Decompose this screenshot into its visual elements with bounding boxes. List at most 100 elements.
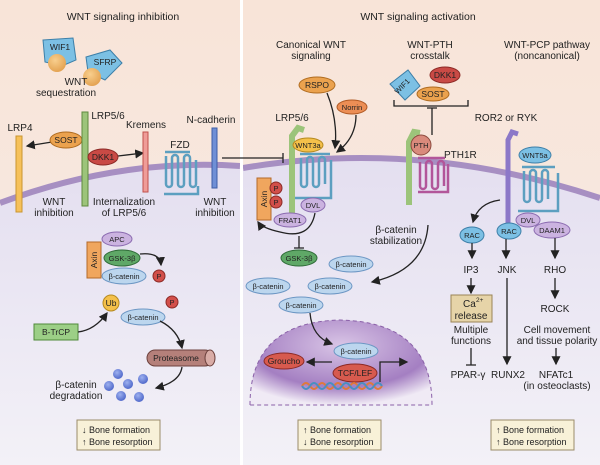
dvl-protein: DVL <box>300 197 326 213</box>
sost-protein: SOST <box>416 86 450 102</box>
beta-catenin-protein: β-catenin <box>245 277 291 295</box>
svg-text:WNT3a: WNT3a <box>295 141 321 150</box>
ror2-ryk-label: ROR2 or RYK <box>475 113 538 124</box>
fzd-receptor <box>295 152 333 200</box>
osteoclasts-label: (in osteoclasts) <box>523 381 590 392</box>
up-arrow-icon: ↑ <box>303 425 308 435</box>
sequestration-label: sequestration <box>36 88 96 99</box>
cell-movement-label: and tissue polarity <box>517 336 598 347</box>
svg-text:DAAM1: DAAM1 <box>539 226 565 235</box>
rac-protein: RAC <box>459 226 485 244</box>
svg-text:DKK1: DKK1 <box>434 70 456 80</box>
kremens-receptor <box>142 131 149 193</box>
down-arrow-icon: ↓ <box>303 437 308 447</box>
svg-text:Groucho: Groucho <box>268 356 301 366</box>
lrp56-label: LRP5/6 <box>91 111 125 122</box>
lrp4-receptor <box>15 135 23 213</box>
wnt-inhibition-label: inhibition <box>34 208 73 219</box>
svg-text:DVL: DVL <box>521 216 536 225</box>
right-panel-title: WNT signaling activation <box>360 11 476 23</box>
ror2-ryk-receptor <box>505 128 519 225</box>
pth1r-receptor <box>418 156 450 194</box>
groucho-protein: Groucho <box>263 352 305 370</box>
panel-divider <box>240 0 243 465</box>
wnt3a-protein: WNT3a <box>292 137 324 153</box>
svg-text:RAC: RAC <box>501 227 517 236</box>
sost-protein: SOST <box>49 131 83 149</box>
svg-text:2+: 2+ <box>476 297 484 304</box>
canonical-title: Canonical WNT <box>276 40 346 51</box>
svg-text:Ub: Ub <box>106 298 117 308</box>
svg-text:release: release <box>455 311 488 322</box>
phosphate: P <box>152 269 166 283</box>
rspo-protein: RSPO <box>298 76 336 94</box>
cell-movement-label: Cell movement <box>524 325 591 336</box>
pth-protein: PTH <box>410 134 432 156</box>
svg-text:P: P <box>273 184 278 193</box>
proteasome: Proteasome <box>146 349 216 367</box>
up-arrow-icon: ↑ <box>496 437 501 447</box>
ncadherin-receptor <box>211 127 218 189</box>
beta-catenin-protein: β-catenin <box>328 255 374 273</box>
degradation-label: degradation <box>50 391 103 402</box>
calcium-release-box: Ca 2+ release <box>450 294 493 323</box>
wnt-inhibition-label: WNT <box>43 197 66 208</box>
ubiquitin: Ub <box>102 294 120 312</box>
svg-text:Ca: Ca <box>463 299 476 310</box>
svg-text:SOST: SOST <box>421 89 444 99</box>
gsk-inhibition-line <box>294 236 304 249</box>
svg-text:APC: APC <box>109 235 125 244</box>
svg-text:P: P <box>273 198 278 207</box>
gsk3b-protein: GSK-3β <box>103 249 141 267</box>
lrp4-label: LRP4 <box>7 123 32 134</box>
pth-crosstalk-title: WNT-PTH <box>407 40 453 51</box>
wif1-protein: WIF1 <box>389 69 421 101</box>
svg-text:B-TrCP: B-TrCP <box>42 327 70 337</box>
svg-text:Norrin: Norrin <box>342 103 362 112</box>
axin-box: Axin <box>256 177 272 221</box>
lrp56-label: LRP5/6 <box>275 113 309 124</box>
svg-text:PTH: PTH <box>414 141 429 150</box>
btrcp-box: B-TrCP <box>33 323 79 341</box>
beta-catenin-protein: β-catenin <box>120 308 166 326</box>
nuclear-translocation-arrow <box>309 312 334 346</box>
svg-text:β-catenin: β-catenin <box>253 282 284 291</box>
rac-arrow <box>470 199 501 224</box>
wnt5a-protein: WNT5a <box>518 146 552 164</box>
phosphorylation-arrow <box>139 253 165 267</box>
left-panel-title: WNT signaling inhibition <box>67 11 180 23</box>
tcf-lef-protein: TCF/LEF <box>332 363 378 383</box>
degraded-fragments <box>104 369 148 402</box>
sost-arrow <box>25 140 53 150</box>
rho-label: RHO <box>544 265 566 276</box>
svg-text:Axin: Axin <box>259 190 269 207</box>
dna-helix <box>301 382 383 390</box>
svg-text:Proteasome: Proteasome <box>153 353 199 363</box>
ip3-label: IP3 <box>463 265 478 276</box>
svg-text:Bone formation: Bone formation <box>310 425 371 435</box>
transcription-arrow <box>379 357 409 382</box>
svg-text:β-catenin: β-catenin <box>315 282 346 291</box>
svg-text:β-catenin: β-catenin <box>341 347 372 356</box>
nucleus <box>249 319 433 406</box>
btrcp-arrow <box>77 311 108 333</box>
to-proteasome-arrow <box>159 320 185 350</box>
up-arrow-icon: ↑ <box>496 425 501 435</box>
svg-text:SFRP: SFRP <box>94 57 117 67</box>
apc-protein: APC <box>101 231 133 247</box>
kremens-label: Kremens <box>126 120 166 131</box>
svg-text:Axin: Axin <box>89 251 99 268</box>
rac-protein: RAC <box>496 222 522 240</box>
beta-catenin-protein: β-catenin <box>333 342 379 360</box>
internalization-label: of LRP5/6 <box>102 208 147 219</box>
up-arrow-icon: ↑ <box>82 437 87 447</box>
lrp56-receptor <box>406 128 421 205</box>
lrp56-receptor <box>289 124 305 220</box>
wnt-inhibition-label: inhibition <box>195 208 234 219</box>
sfrp-protein: SFRP <box>83 49 123 86</box>
left-cytoplasm <box>0 166 240 465</box>
left-cell-membrane <box>0 161 241 206</box>
svg-text:Bone resorption: Bone resorption <box>89 437 153 447</box>
pth-inhibition-bracket <box>393 100 469 135</box>
